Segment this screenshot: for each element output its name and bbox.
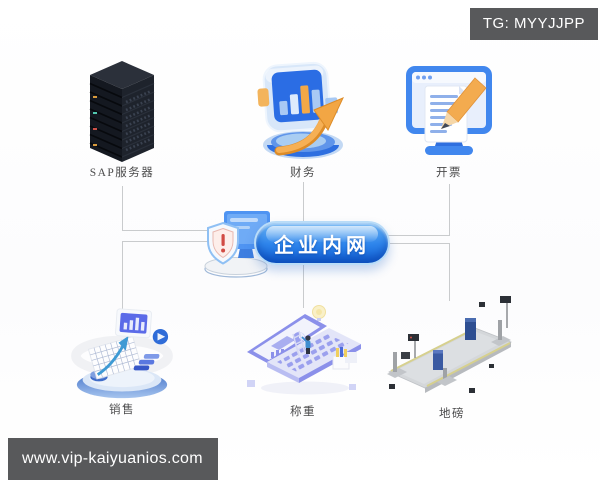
watermark-url: www.vip-kaiyuanios.com (8, 438, 218, 480)
monitor-invoice-pencil-icon (406, 66, 492, 155)
node-label-weighing: 称重 (290, 406, 316, 418)
connector-sales-vertical (122, 241, 123, 313)
intranet-pill: 企业内网 (254, 221, 390, 265)
node-label-weighbridge: 地磅 (439, 408, 465, 420)
node-label-finance: 财务 (290, 167, 316, 179)
connector-weighing-vertical (303, 260, 304, 308)
node-label-invoicing: 开票 (436, 167, 462, 179)
server-rack-icon (89, 61, 155, 162)
finance-dashboard-arrow-icon (257, 61, 344, 159)
connector-bottom-right-horizontal (358, 243, 449, 244)
connector-finance-vertical (303, 182, 304, 230)
hub-intranet: 企业内网 (198, 204, 394, 278)
node-label-sap-server: SAP服务器 (89, 167, 155, 179)
connector-invoicing-vertical (449, 184, 450, 236)
connector-top-right-horizontal (358, 235, 449, 236)
telegram-badge: TG: MYYJJPP (469, 8, 598, 40)
connector-top-left-horizontal (122, 230, 284, 231)
node-label-sales: 销售 (109, 404, 135, 416)
connector-weighbridge-vertical (449, 243, 450, 301)
sales-podium-chart-icon (71, 308, 173, 399)
intranet-label: 企业内网 (274, 234, 370, 257)
connector-bottom-left-horizontal (122, 241, 284, 242)
laptop-operator-icon (247, 305, 361, 395)
connector-sap-vertical (122, 186, 123, 231)
truck-scale-icon (387, 296, 512, 393)
